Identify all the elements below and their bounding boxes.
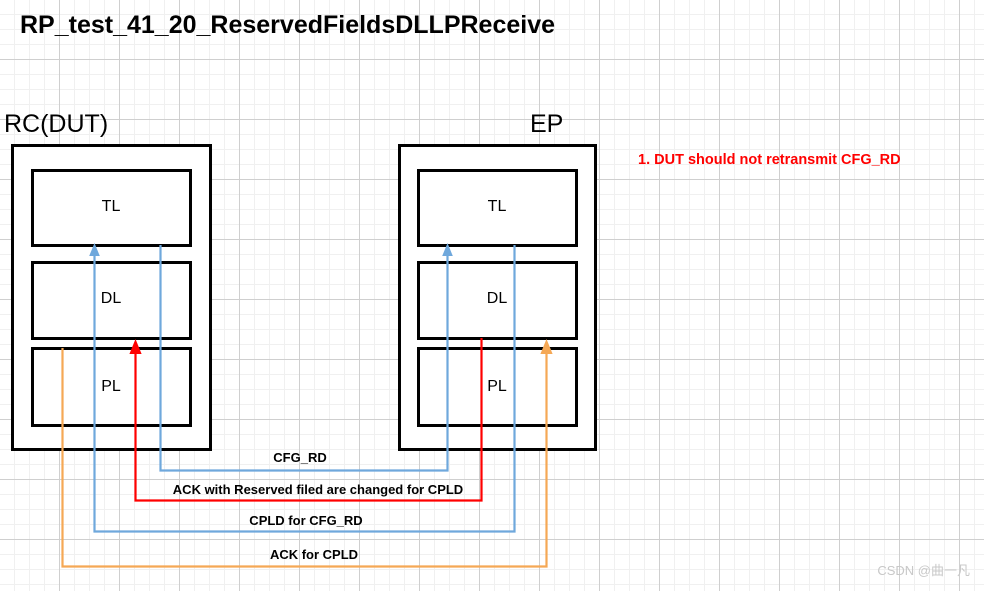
- layer-box-ep-dl: [417, 261, 578, 340]
- layer-label-rc-dl: DL: [100, 290, 122, 307]
- layer-box-rc-tl: [31, 169, 192, 247]
- layer-label-rc-pl: PL: [101, 378, 121, 395]
- watermark: CSDN @曲一凡: [877, 563, 970, 578]
- layer-box-rc-pl: [31, 347, 192, 427]
- link-label-ack-reserved: ACK with Reserved filed are changed for …: [172, 482, 464, 497]
- node-heading-rc: RC(DUT): [4, 110, 109, 138]
- page-title: RP_test_41_20_ReservedFieldsDLLPReceive: [20, 11, 556, 39]
- layer-label-rc-tl: TL: [101, 198, 121, 215]
- link-label-ack-for-cpld: ACK for CPLD: [269, 547, 359, 562]
- layer-box-rc-dl: [31, 261, 192, 340]
- link-path-cfg-rd: [159, 243, 453, 472]
- layer-box-ep-pl: [417, 347, 578, 427]
- arrowhead-ack-reserved: [129, 339, 142, 354]
- arrowhead-cpld-for-cfg-rd: [89, 243, 100, 256]
- arrowhead-cfg-rd: [442, 243, 453, 256]
- layer-label-ep-tl: TL: [487, 198, 507, 215]
- layer-box-ep-tl: [417, 169, 578, 247]
- node-heading-ep: EP: [530, 110, 564, 138]
- link-path-ack-reserved: [129, 338, 483, 502]
- link-label-cfg-rd: CFG_RD: [273, 450, 327, 465]
- link-label-cpld-for-cfg-rd: CPLD for CFG_RD: [249, 513, 363, 528]
- layer-label-ep-dl: DL: [486, 290, 508, 307]
- arrowhead-ack-for-cpld: [540, 339, 553, 354]
- link-path-ack-for-cpld: [61, 339, 553, 568]
- link-path-cpld-for-cfg-rd: [89, 243, 516, 533]
- layer-label-ep-pl: PL: [487, 378, 507, 395]
- note-dut-retransmit: 1. DUT should not retransmit CFG_RD: [638, 152, 901, 168]
